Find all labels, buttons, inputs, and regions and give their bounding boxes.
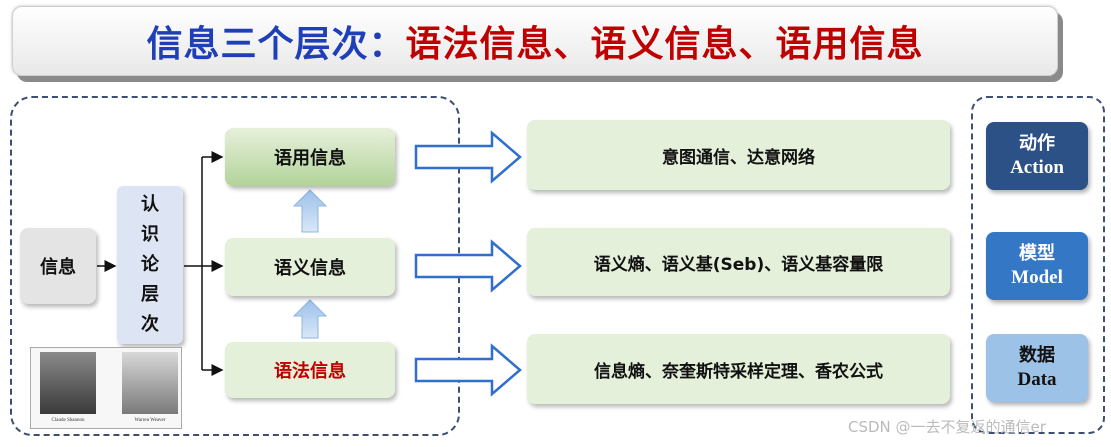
right-arrow-pragmatic [414,130,522,184]
title-levels: 语法信息、语义信息、语用信息 [405,24,924,65]
epistemology-char: 层 [141,284,159,305]
syntactic-info-box: 语法信息 [225,342,395,398]
weaver-portrait [122,352,178,414]
title-banner [12,6,1058,76]
model-zh: 模型 [1019,243,1055,264]
epistemology-char: 识 [141,224,159,245]
info-box: 信息 [20,228,96,304]
shannon-portrait [40,352,96,414]
epistemology-char: 认 [141,194,159,215]
semantic-result-text: 语义熵、语义基(Seb)、语义基容量限 [593,254,884,275]
pragmatic-result-text: 意图通信、达意网络 [662,147,815,168]
epistemology-char: 次 [141,314,159,335]
up-arrow-syntactic-to-semantic [292,299,328,339]
semantic-info-label: 语义信息 [274,258,346,279]
pragmatic-result-box: 意图通信、达意网络 [527,120,950,190]
model-box: 模型 Model [986,232,1088,300]
action-zh: 动作 [1019,133,1055,154]
title-prefix: 信息三个层次： [146,24,406,65]
right-arrow-syntactic [414,343,522,397]
weaver-caption: Warren Weaver [134,418,166,423]
action-box: 动作 Action [986,122,1088,190]
action-en: Action [1010,157,1064,178]
semantic-result-box: 语义熵、语义基(Seb)、语义基容量限 [527,228,950,296]
up-arrow-semantic-to-pragmatic [292,189,328,233]
model-en: Model [1011,267,1063,288]
semantic-info-box: 语义信息 [225,238,395,296]
info-label: 信息 [40,257,76,278]
pragmatic-info-label: 语用信息 [274,148,346,169]
right-arrow-semantic [414,239,522,293]
pragmatic-info-box: 语用信息 [225,128,395,186]
syntactic-result-text: 信息熵、奈奎斯特采样定理、香农公式 [594,361,883,382]
syntactic-info-label: 语法信息 [274,361,346,382]
syntactic-result-box: 信息熵、奈奎斯特采样定理、香农公式 [527,334,950,404]
data-en: Data [1017,369,1057,390]
shannon-caption: Claude Shannon [51,418,85,423]
epistemology-char: 论 [141,254,159,275]
right-dashed-frame [971,96,1105,434]
page-title: 信息三个层次：语法信息、语义信息、语用信息 [12,6,1058,76]
data-box: 数据 Data [986,334,1088,402]
epistemology-box: 认 识 论 层 次 [117,186,183,344]
data-zh: 数据 [1019,345,1055,366]
watermark: CSDN @一去不复返的通信er [848,418,1046,436]
